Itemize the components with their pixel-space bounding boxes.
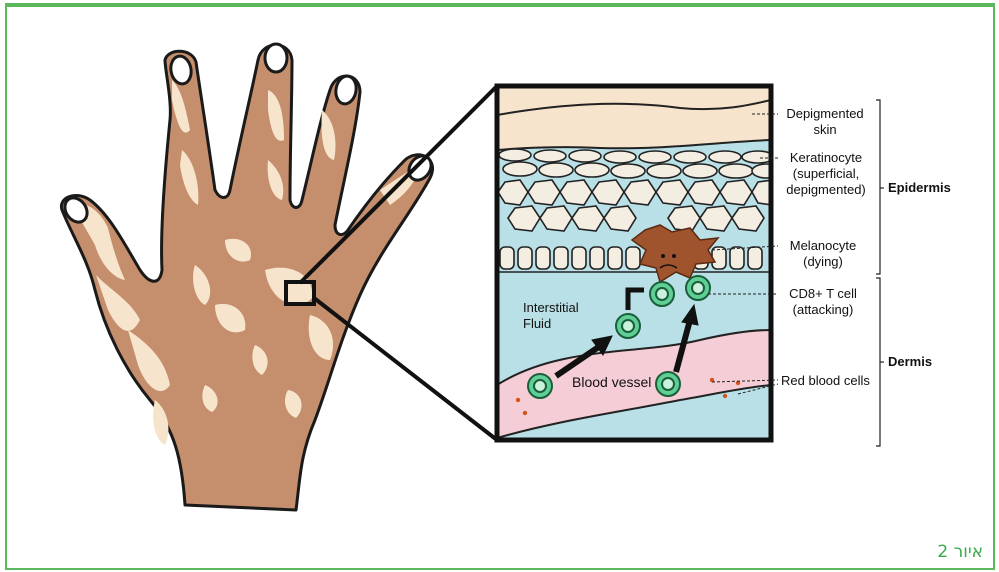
label-epidermis: Epidermis — [888, 180, 951, 196]
label-depigmented-skin: Depigmented skin — [780, 106, 870, 138]
label-blood-vessel: Blood vessel — [572, 374, 651, 390]
label-interstitial-fluid: Interstitial Fluid — [523, 300, 579, 332]
layer-brackets — [876, 100, 884, 446]
hand-illustration — [60, 44, 435, 510]
label-dermis: Dermis — [888, 354, 932, 370]
label-red-blood-cells: Red blood cells — [781, 373, 870, 389]
figure-caption: איור 2 — [937, 542, 983, 562]
zoom-line-bottom — [314, 298, 497, 440]
label-cd8-t-cell: CD8+ T cell (attacking) — [778, 286, 868, 318]
label-keratinocyte: Keratinocyte (superficial, depigmented) — [778, 150, 874, 198]
hand-shape — [61, 45, 432, 510]
label-melanocyte: Melanocyte (dying) — [778, 238, 868, 270]
